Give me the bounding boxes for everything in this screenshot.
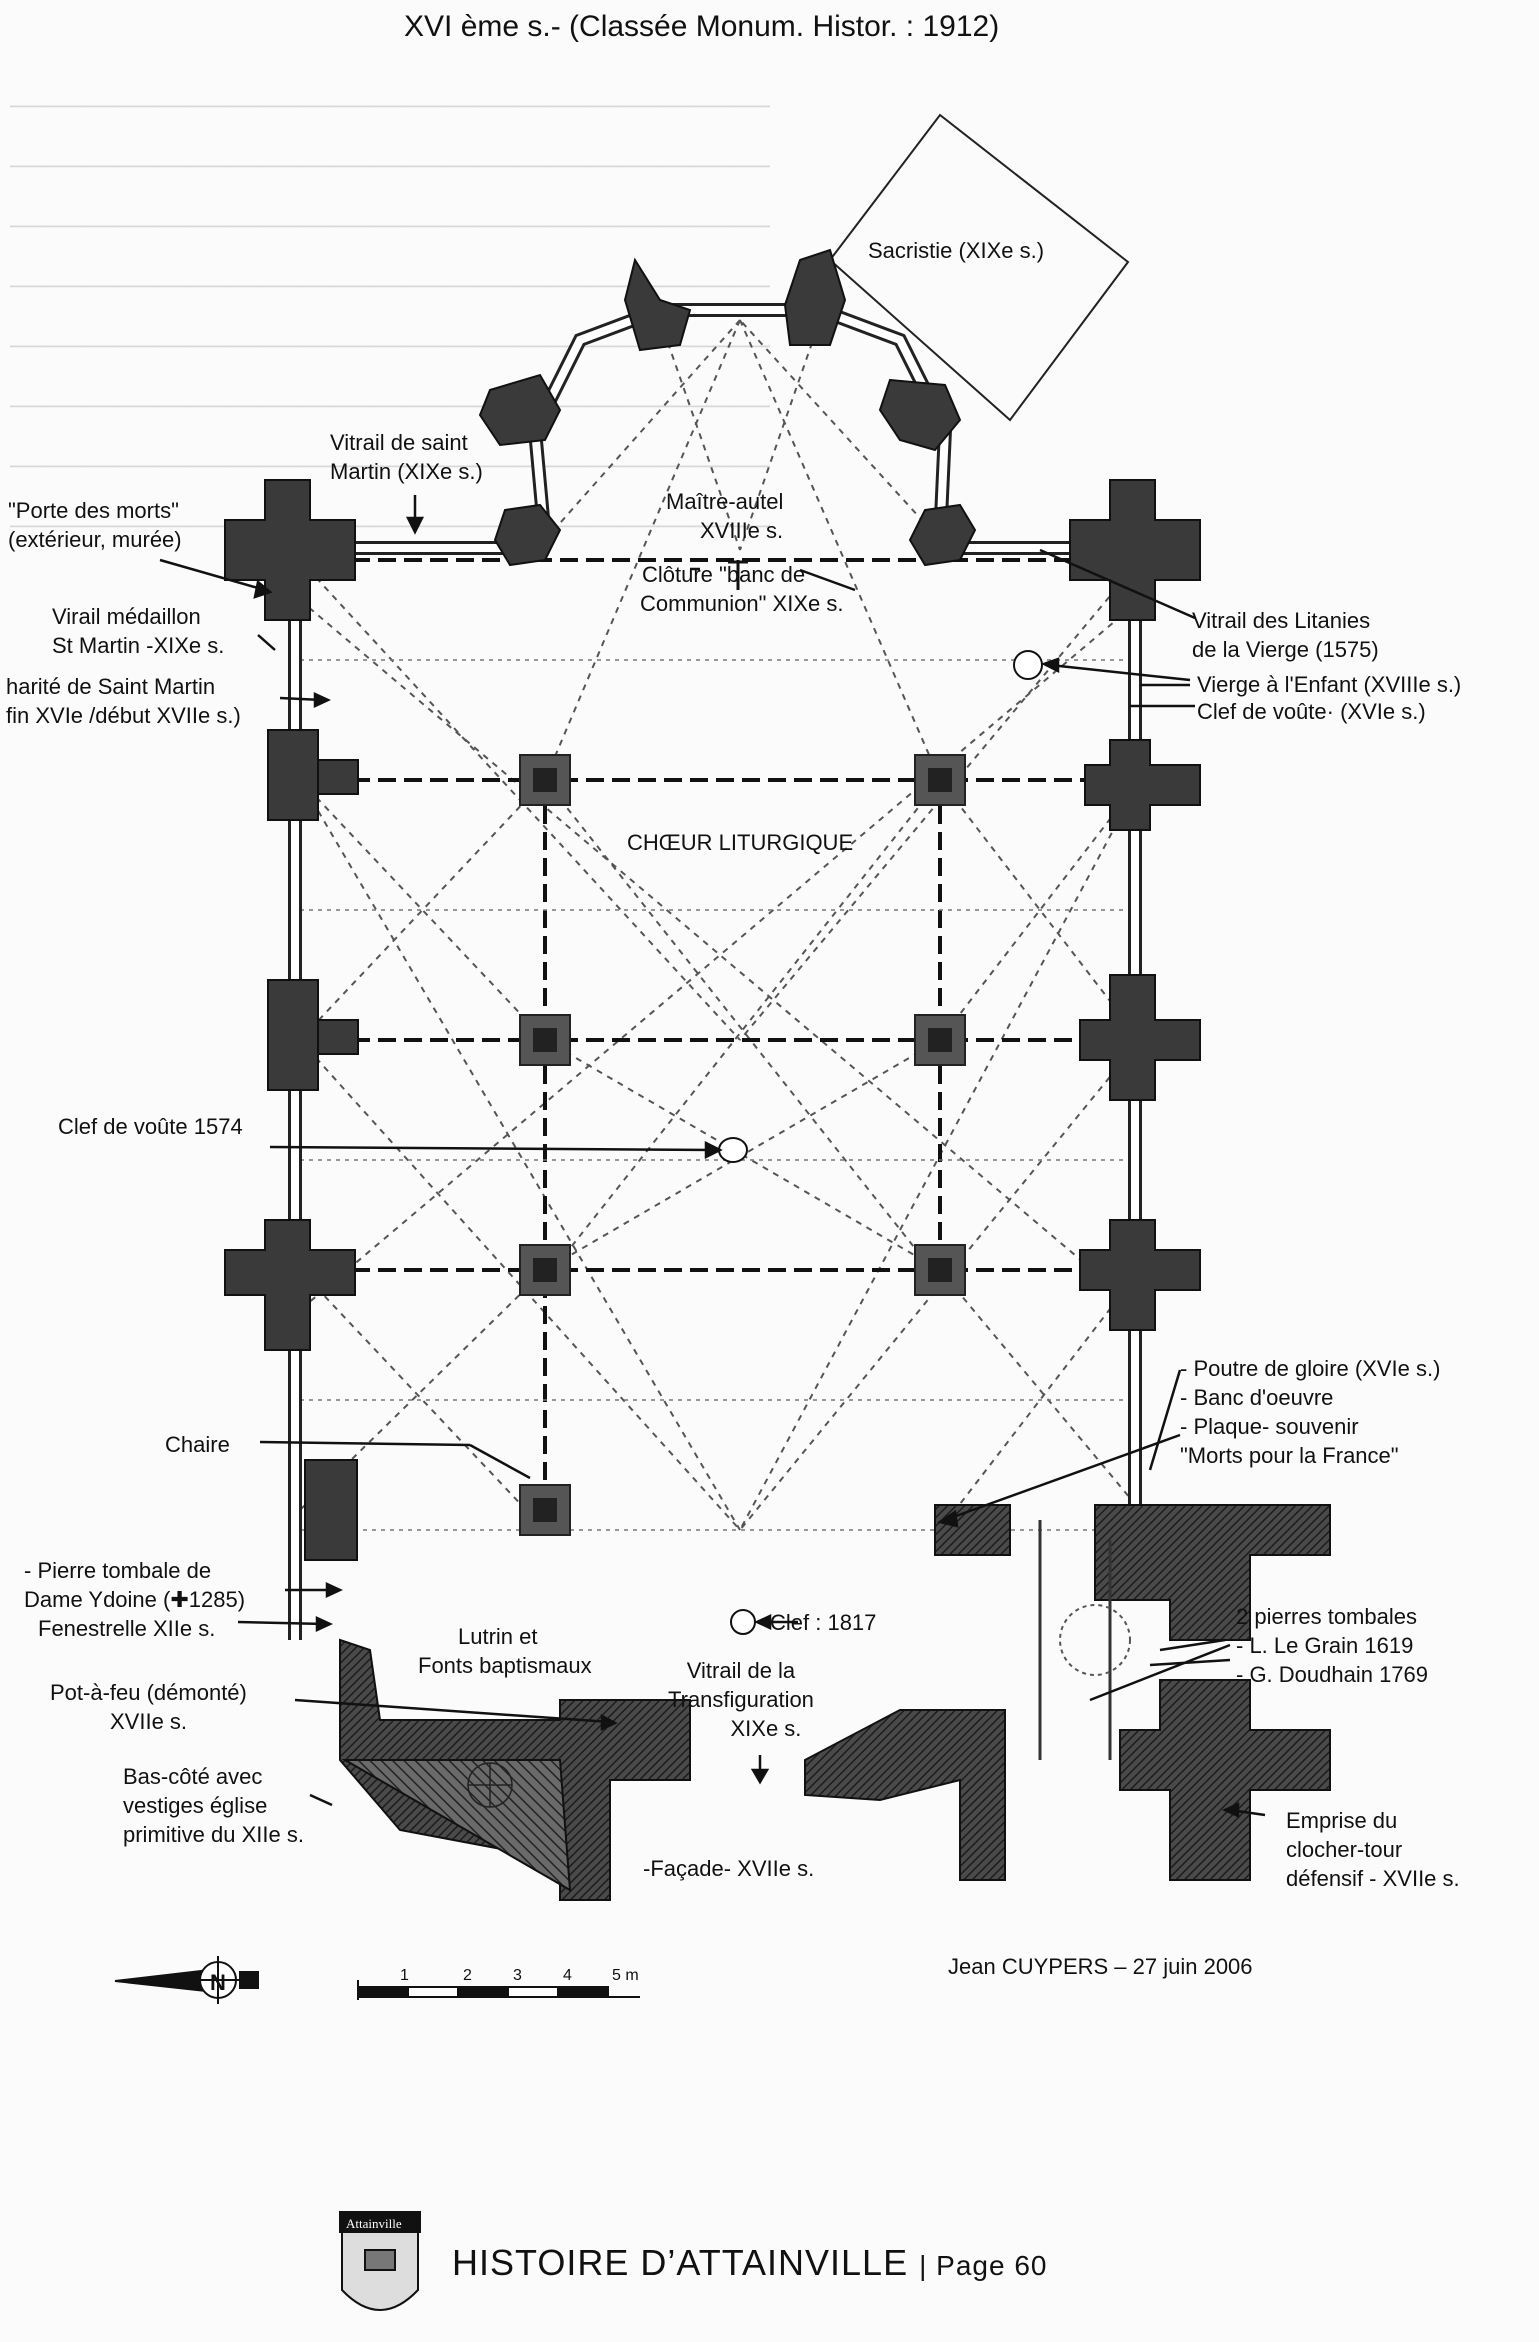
logo-text: Attainville xyxy=(346,2216,402,2231)
transverse-arches xyxy=(300,558,1140,1520)
label-poutre-de-gloire: - Poutre de gloire (XVIe s.)- Banc d'oeu… xyxy=(1180,1356,1441,1468)
author-credit: Jean CUYPERS – 27 juin 2006 xyxy=(948,1954,1253,1979)
label-porte-des-morts: "Porte des morts"(extérieur, murée) xyxy=(8,498,182,552)
label-sacristie: Sacristie (XIXe s.) xyxy=(868,238,1045,263)
label-pot-a-feu: Pot-à-feu (démonté)XVIIe s. xyxy=(50,1680,247,1734)
plan-title: XVI ème s.- (Classée Monum. Histor. : 19… xyxy=(404,10,1000,43)
piers xyxy=(519,754,966,1536)
label-facade: -Façade- XVIIe s. xyxy=(643,1856,815,1881)
leader-arrows xyxy=(159,495,1266,1818)
label-chaire: Chaire xyxy=(165,1432,230,1457)
scale-tick-2: 2 xyxy=(463,1967,472,1984)
scale-tick-3: 3 xyxy=(513,1967,522,1984)
scale-bar xyxy=(357,1980,640,2000)
nave-walls xyxy=(288,540,1142,1640)
keystones xyxy=(718,650,1043,1635)
compass-letter: N xyxy=(210,1970,226,1995)
label-pierres-tombales: 2 pierres tombales- L. Le Grain 1619- G.… xyxy=(1236,1604,1429,1687)
attainville-logo: Attainville xyxy=(339,2211,421,2311)
scale-bar-ticks: 1 2 3 4 5 m xyxy=(400,1967,639,1984)
label-choeur-liturgique: CHŒUR LITURGIQUE xyxy=(627,830,854,855)
scale-tick-4: 4 xyxy=(563,1967,572,1984)
spiral-stair xyxy=(467,1762,513,1808)
page-number: | Page 60 xyxy=(919,2250,1048,2281)
scale-tick-5: 5 m xyxy=(612,1967,639,1984)
sacristie-outline xyxy=(828,113,1130,422)
footer-title: HISTOIRE D’ATTAINVILLE | Page 60 xyxy=(452,2242,1048,2283)
label-clef-1574: Clef de voûte 1574 xyxy=(58,1114,243,1139)
facade-and-tower xyxy=(339,1504,1331,1901)
cloture-symbol xyxy=(728,560,748,590)
compass-icon: N xyxy=(114,1956,259,2004)
label-vierge-enfant: Vierge à l'Enfant (XVIIIe s.) xyxy=(1197,672,1462,697)
scale-tick-1: 1 xyxy=(400,1967,409,1984)
label-clef-1817: Clef : 1817 xyxy=(770,1610,877,1635)
buttresses xyxy=(224,248,1201,1561)
label-clef-voute-xvi: Clef de voûte· (XVIe s.) xyxy=(1197,699,1426,724)
